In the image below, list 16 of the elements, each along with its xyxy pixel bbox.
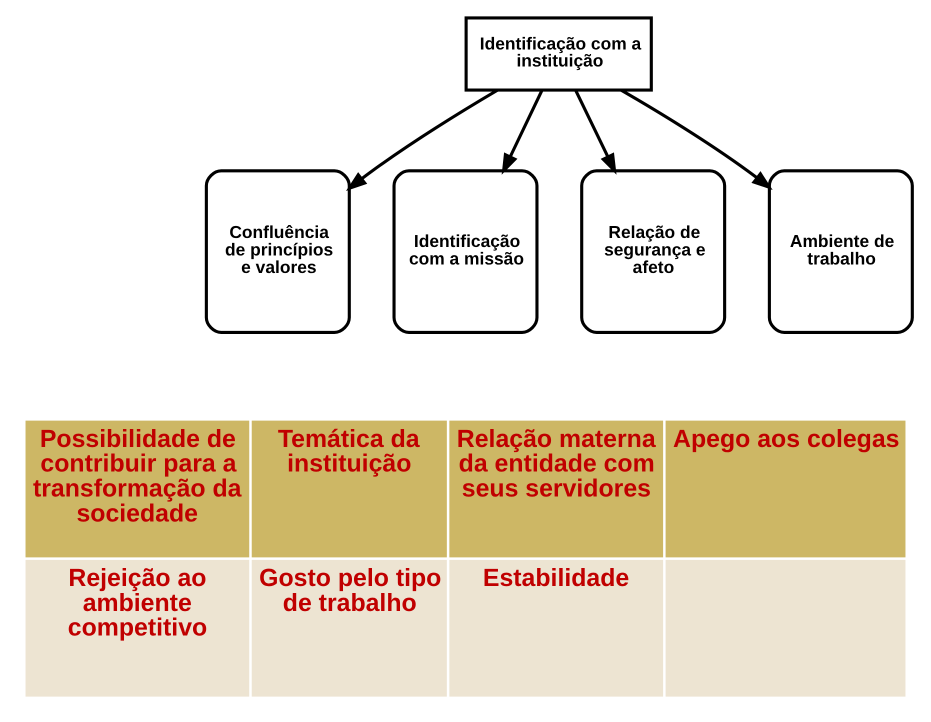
label: Apego aos colegas: [673, 426, 900, 453]
node-box: Ambiente de trabalho: [768, 169, 914, 334]
label: Possibilidade de contribuir para a transformação da sociedade: [32, 426, 242, 528]
arrow: [502, 89, 544, 175]
label: Rejeição ao ambiente competitivo: [68, 564, 208, 642]
node-box: Confluência de princípios e valores: [204, 169, 351, 334]
label: Temática da instituição: [278, 426, 420, 478]
node-box: Relação de segurança e afeto: [580, 169, 726, 334]
arrow: [574, 89, 617, 175]
node-box: Identificação com a missão: [392, 169, 539, 334]
node-box: Identificação com a instituição: [464, 16, 653, 92]
arrow: [620, 88, 773, 190]
label: Relação materna da entidade com seus servidores: [456, 426, 656, 502]
label: Estabilidade: [482, 564, 630, 592]
arrow: [346, 88, 498, 191]
label: Gosto pelo tipo de trabalho: [259, 564, 442, 617]
